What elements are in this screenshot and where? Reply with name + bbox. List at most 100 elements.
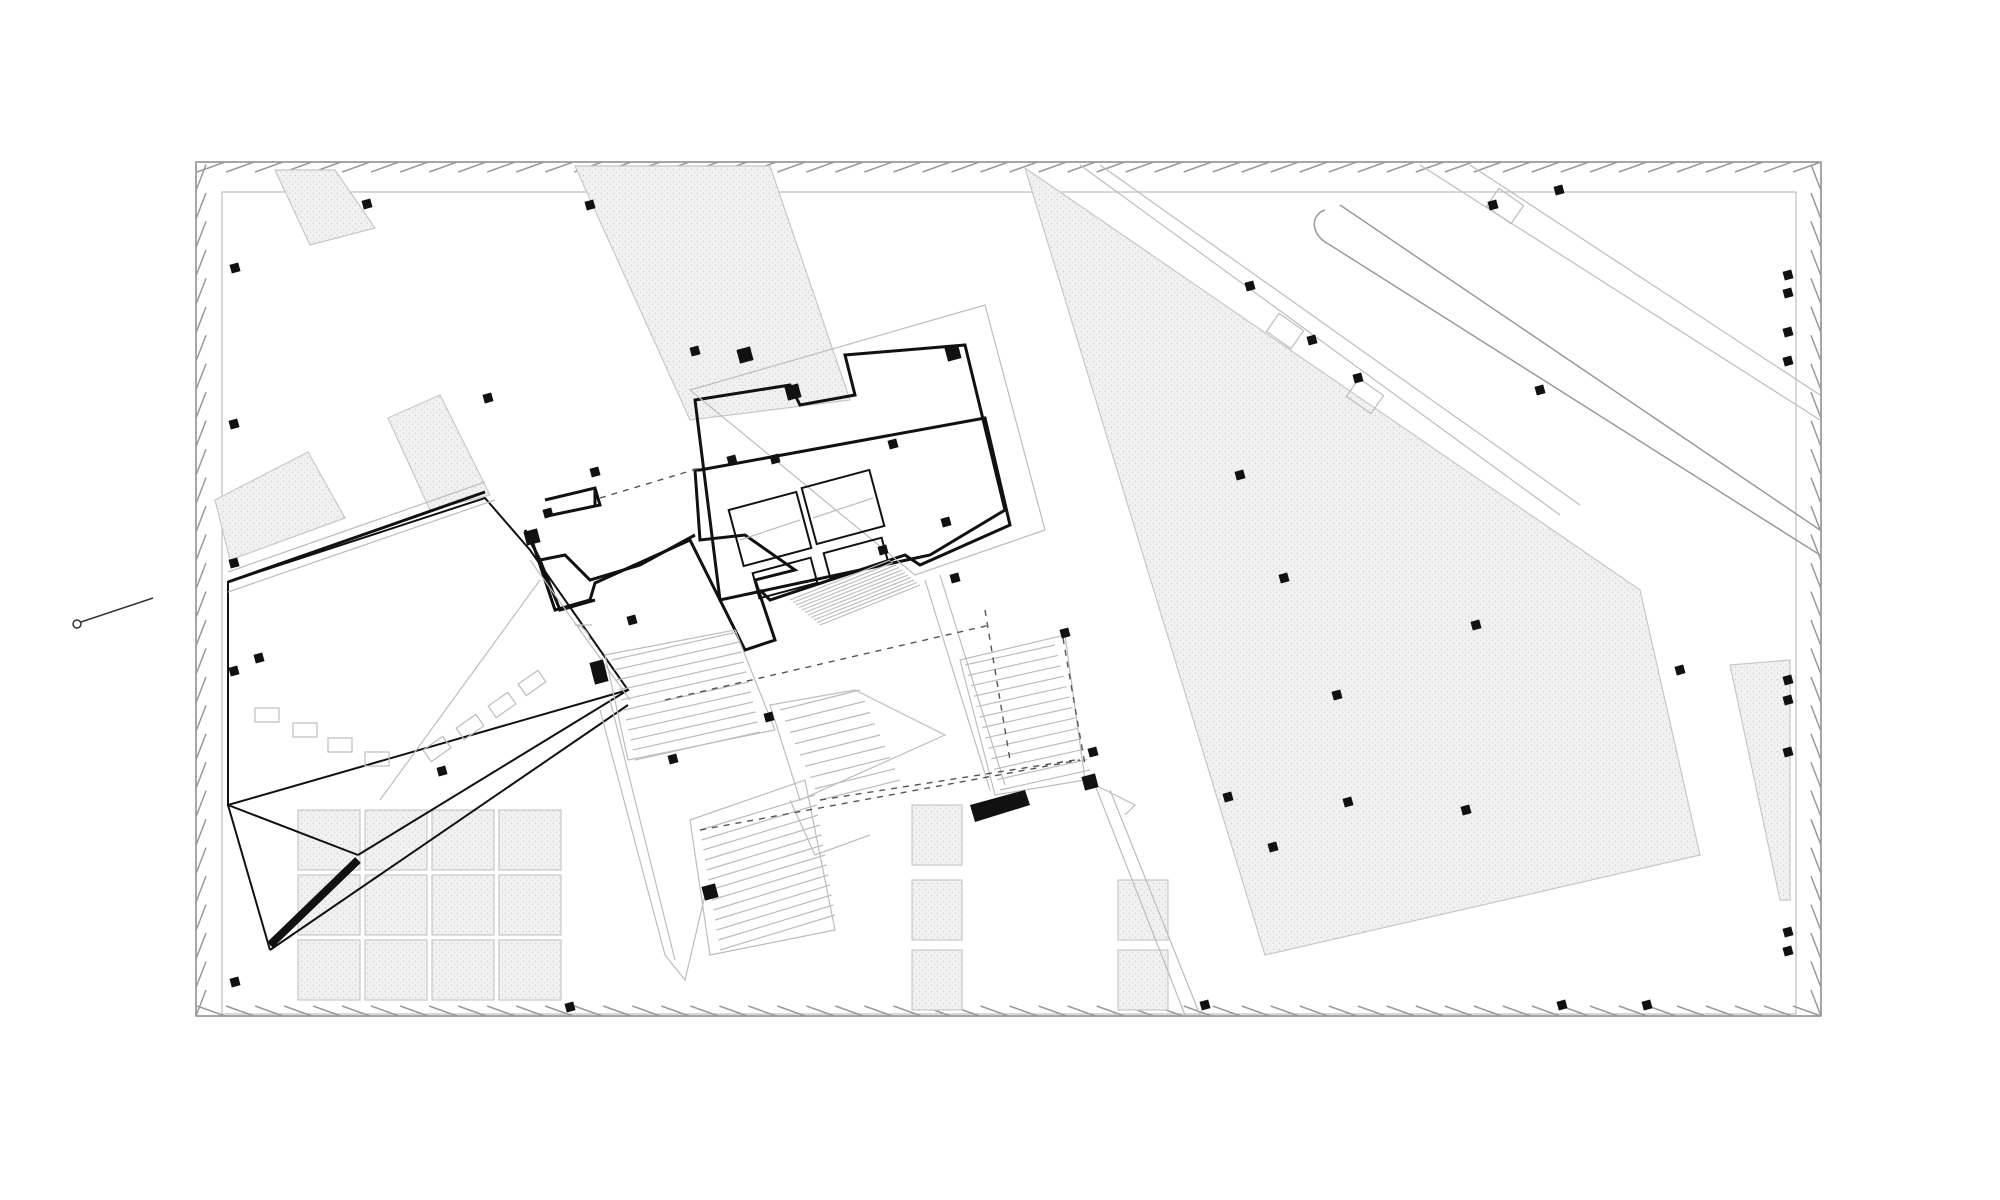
column	[877, 544, 889, 556]
diagonal-ramp	[227, 499, 631, 701]
stair-tread	[701, 804, 817, 841]
column	[1782, 926, 1794, 938]
column	[1487, 199, 1499, 211]
floor-tile	[297, 809, 361, 871]
column	[1782, 269, 1794, 281]
column	[940, 516, 952, 528]
column	[482, 392, 494, 404]
stair-tread	[792, 561, 894, 604]
stair-tread	[970, 665, 1061, 687]
floor-tile	[498, 939, 562, 1001]
stair-tread	[967, 654, 1059, 677]
stair-tread	[999, 769, 1091, 791]
wall-pier	[944, 344, 962, 362]
stair-tread	[801, 569, 903, 611]
stair-tread	[627, 701, 754, 731]
column	[1782, 326, 1794, 338]
stair-tread	[809, 756, 891, 779]
stair-flight	[789, 559, 921, 626]
column	[726, 454, 738, 466]
column	[584, 199, 596, 211]
wall-pier	[701, 883, 719, 901]
stair-tread	[789, 559, 891, 601]
column	[228, 418, 240, 430]
column	[1306, 334, 1318, 346]
column	[436, 765, 448, 777]
stair-tread	[804, 571, 906, 614]
stair-tread	[976, 686, 1067, 708]
column	[564, 1001, 576, 1013]
stair-tread	[703, 814, 819, 851]
stair-tread	[973, 675, 1064, 697]
floor-tile	[431, 809, 495, 871]
column	[1782, 694, 1794, 706]
stair-tread	[616, 651, 742, 681]
column	[1087, 746, 1099, 758]
column	[689, 345, 701, 357]
column	[1674, 664, 1686, 676]
column	[1267, 841, 1279, 853]
exterior-ramp	[1079, 164, 1821, 556]
stair-flight	[611, 631, 761, 761]
stair-tread	[996, 758, 1088, 781]
stair-tread	[814, 768, 896, 790]
column	[626, 614, 638, 626]
stair-tread	[716, 894, 832, 931]
floor-tile	[297, 939, 361, 1001]
stair-tread	[711, 864, 827, 901]
wedge-room	[227, 481, 630, 951]
column	[229, 262, 241, 274]
column	[1470, 619, 1482, 631]
floor-tile	[911, 879, 963, 941]
stair-tread	[794, 723, 876, 745]
stair-flight	[964, 644, 1091, 791]
stair-tread	[719, 914, 836, 951]
column	[1641, 999, 1653, 1011]
stair-tread	[795, 564, 897, 606]
column	[1059, 627, 1071, 639]
stair-tread	[816, 581, 918, 624]
stair-tread	[819, 584, 921, 626]
column	[1553, 184, 1565, 196]
column	[763, 711, 775, 723]
column	[1331, 689, 1343, 701]
facade-fins-left	[195, 162, 207, 1017]
stair-tread	[630, 711, 756, 741]
stair-tread	[819, 779, 901, 801]
column	[1460, 804, 1472, 816]
stair-tread	[611, 631, 738, 661]
column	[1534, 384, 1546, 396]
column	[1556, 999, 1568, 1011]
floor-tile	[364, 939, 428, 1001]
wall-pier	[523, 528, 541, 546]
stair-tread	[713, 874, 829, 911]
stair-tread	[789, 711, 871, 734]
stair-tread	[964, 644, 1056, 666]
column	[542, 507, 554, 519]
column	[589, 466, 601, 478]
stair-tread	[804, 745, 886, 767]
column	[1244, 280, 1256, 292]
floor-tile	[498, 809, 562, 871]
north-arrow-icon	[72, 597, 154, 629]
floor-tile	[364, 874, 428, 936]
main-stair	[599, 574, 1201, 1016]
floor-tile	[431, 939, 495, 1001]
lobby	[523, 467, 701, 641]
floor-finish-areas	[214, 165, 1791, 1011]
column	[1199, 999, 1211, 1011]
wall-pier	[1081, 773, 1099, 791]
stair-tread	[632, 721, 758, 751]
column	[1342, 796, 1354, 808]
stair-tread	[985, 717, 1076, 739]
stair-tread	[991, 738, 1082, 760]
stair-tread	[799, 734, 881, 756]
stair-tread	[813, 579, 915, 621]
stair-tread	[614, 641, 740, 671]
column	[1278, 572, 1290, 584]
stair-tread	[779, 689, 861, 711]
column	[1222, 791, 1234, 803]
facade-fins-right	[1810, 162, 1822, 1017]
column	[253, 652, 265, 664]
